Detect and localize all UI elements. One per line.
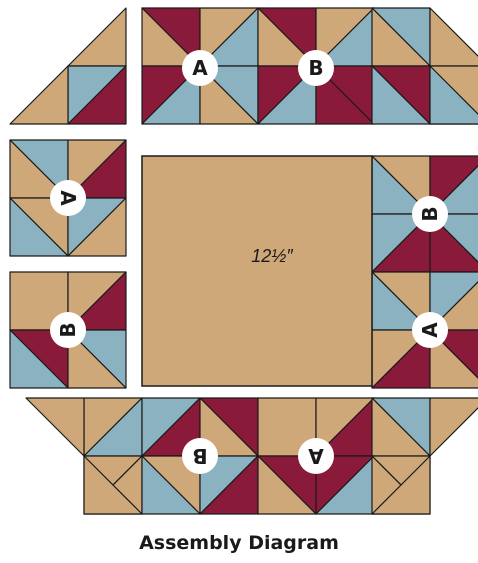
diagram-caption: Assembly Diagram	[0, 532, 478, 554]
block-label-right-upper: B	[418, 206, 442, 221]
border-end-triangle	[430, 8, 478, 66]
block-label-left-lower: B	[56, 322, 80, 337]
block-label-top-right: B	[308, 56, 323, 80]
corner-triangle	[10, 66, 68, 124]
center-square-fabric	[142, 156, 372, 386]
assembly-diagram: 12½″ A B A B B A B A	[0, 0, 478, 530]
border-end-triangle	[430, 398, 478, 456]
block-label-bottom-left: B	[192, 444, 207, 468]
block-label-bottom-right: A	[308, 444, 324, 468]
corner-triangle	[68, 8, 126, 66]
center-square: 12½″	[142, 156, 372, 386]
block-label-right-lower: A	[418, 322, 442, 338]
border-end-triangle	[26, 398, 84, 456]
block-label-top-left: A	[192, 56, 208, 80]
center-square-size-label: 12½″	[251, 246, 293, 266]
block-label-left-upper: A	[56, 190, 80, 206]
